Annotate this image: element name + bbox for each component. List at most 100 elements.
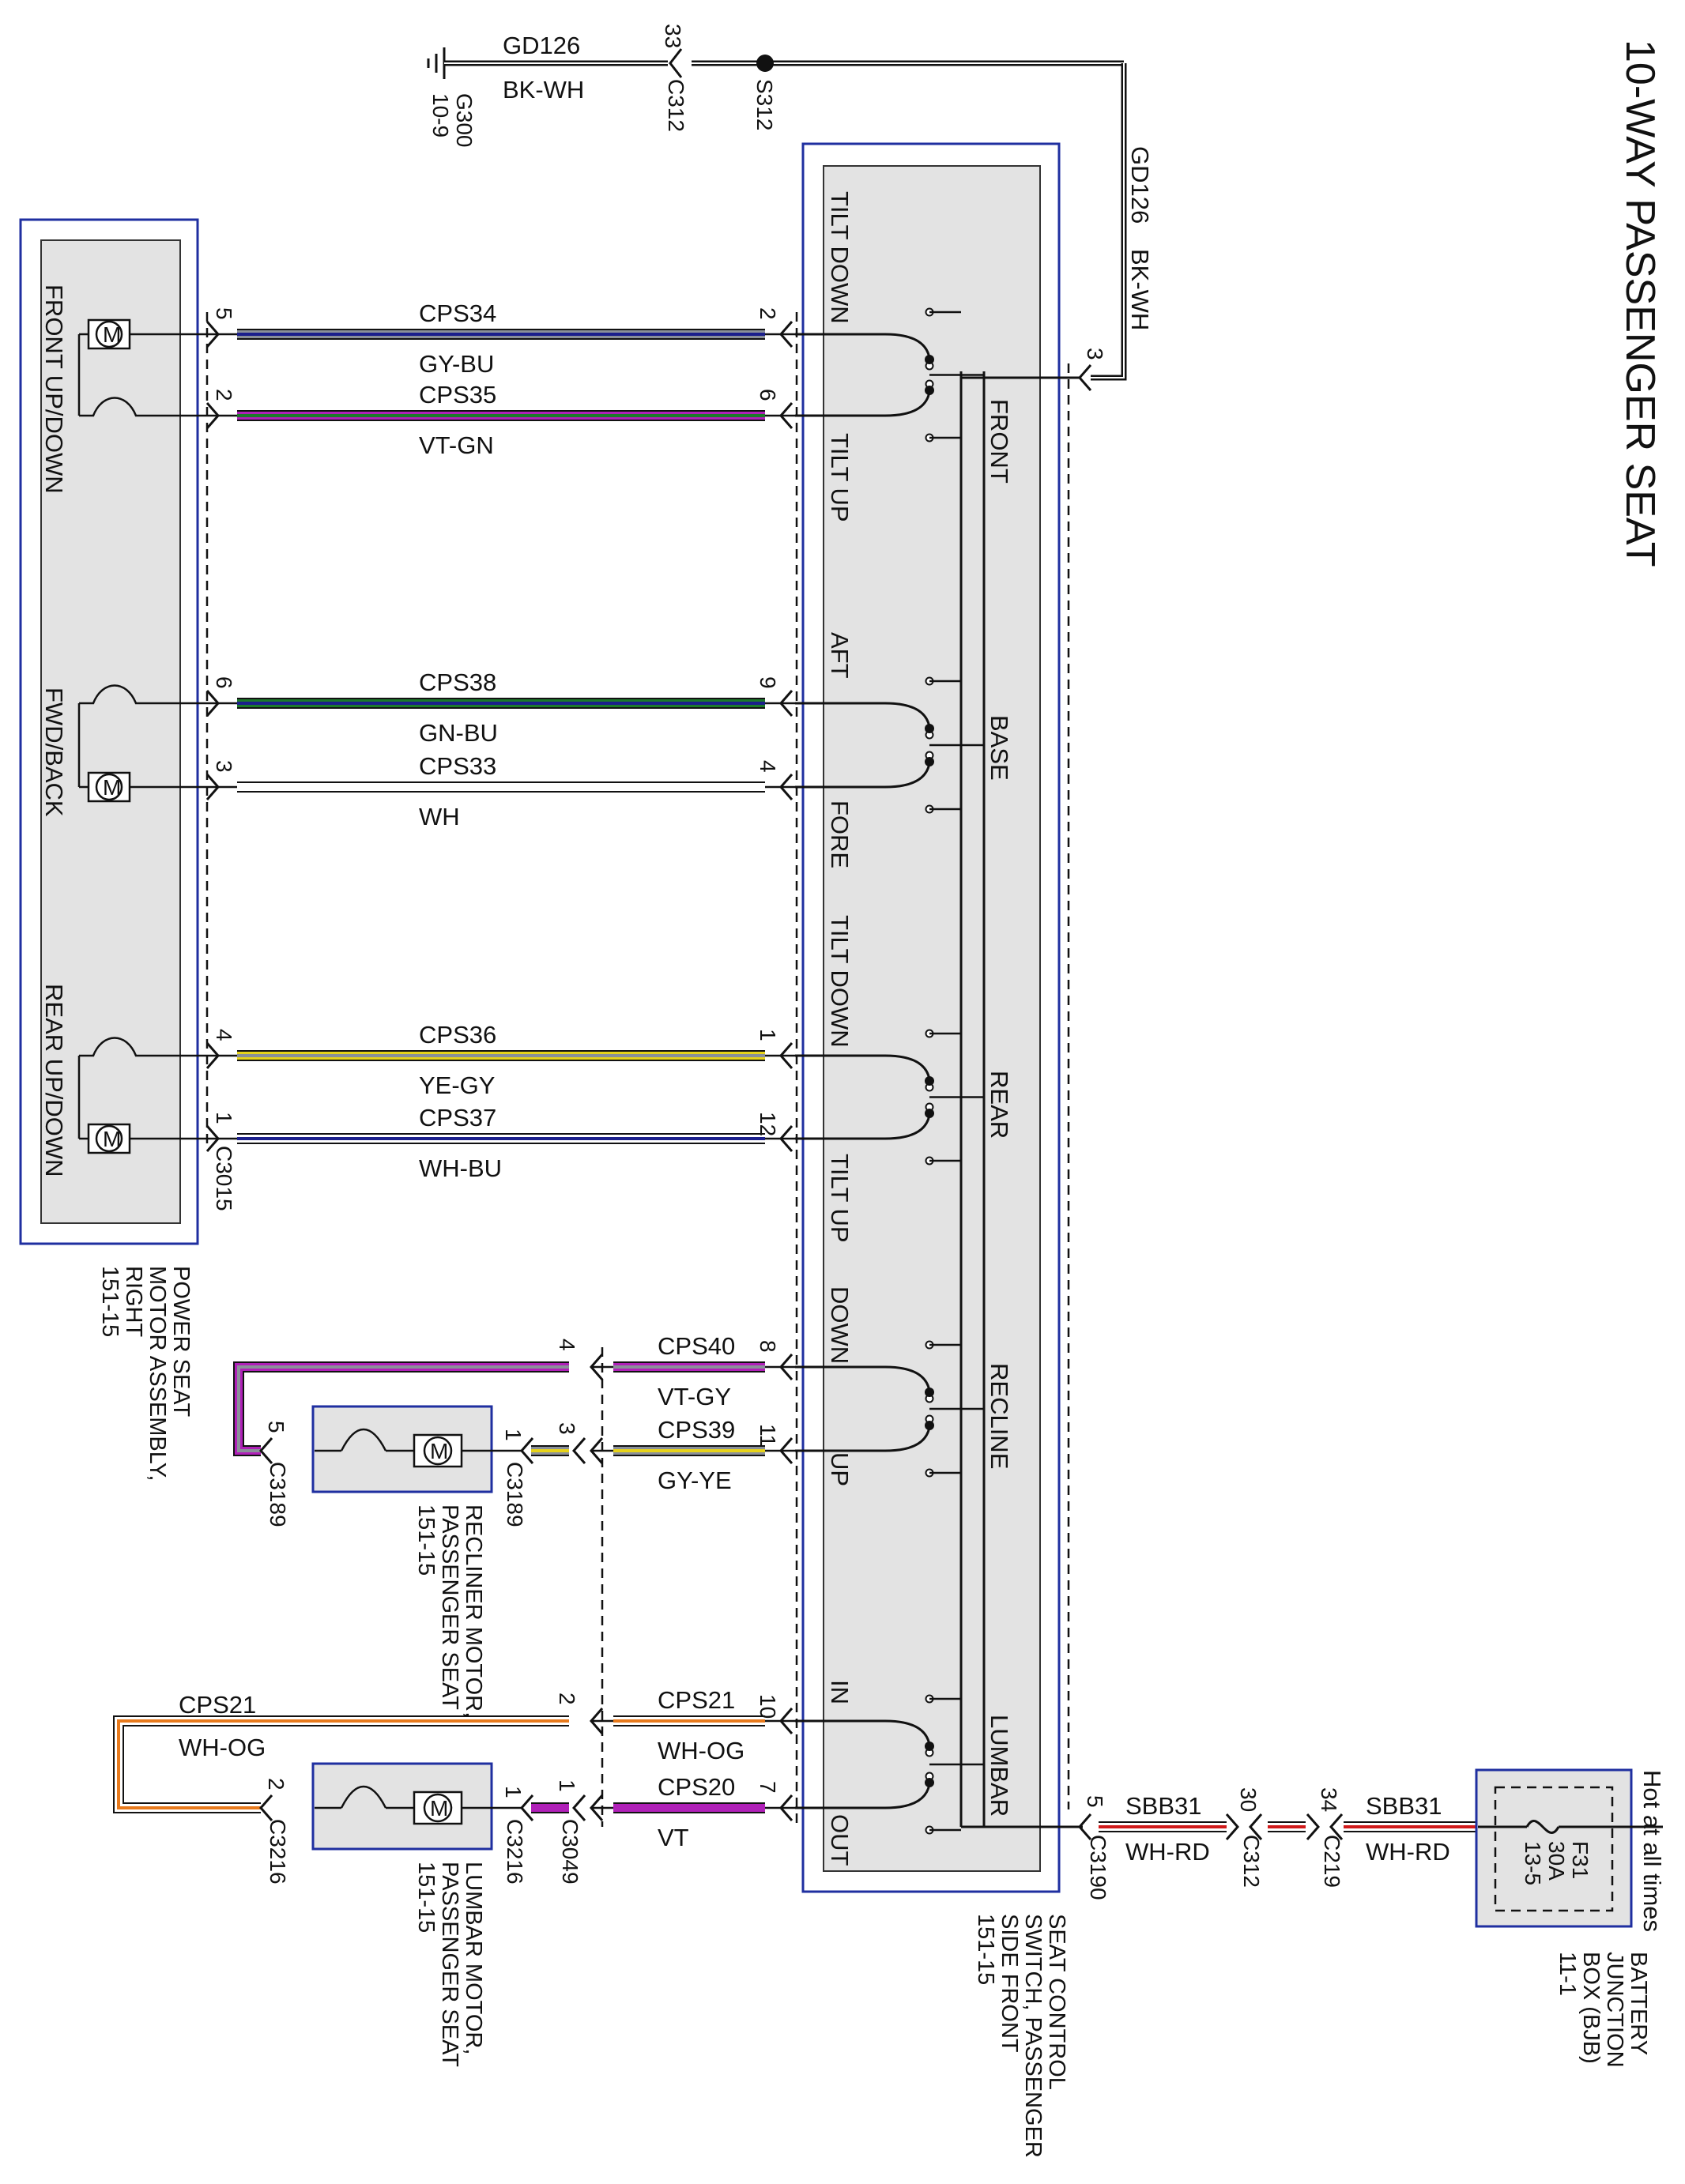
section-front-up-down: FRONT UP/DOWN — [40, 284, 68, 494]
motor-pin-1: 2 — [212, 389, 236, 401]
lumbar-in-label: IN — [826, 1680, 854, 1704]
ground-circuit: GD126 BK-WH G300 10-9 33 C312 S312 GD126… — [427, 24, 1154, 391]
rear-tilt-down-label: TILT DOWN — [826, 915, 854, 1048]
connector-chevron — [1225, 1813, 1239, 1840]
power-pin-c219: 34 — [1317, 1787, 1341, 1812]
power-circuit-2: SBB31 — [1366, 1792, 1442, 1820]
connector-chevron — [779, 1042, 793, 1069]
connector-chevron — [1306, 1813, 1320, 1840]
motor-icon — [95, 320, 123, 348]
connector-chevron — [205, 1042, 220, 1069]
connector-chevron — [779, 1794, 793, 1821]
limit-coil — [79, 397, 218, 417]
motor-symbol: M — [103, 775, 121, 800]
switch-arm — [795, 1054, 931, 1080]
switch-arm — [795, 1719, 931, 1745]
connector-chevron — [205, 321, 220, 348]
switch-pin-6: 8 — [756, 1340, 780, 1353]
wire-circuit-7: CPS39 — [658, 1416, 735, 1444]
motor-assembly-name-3: RIGHT — [121, 1266, 146, 1338]
ground-circuit-label: GD126 — [503, 32, 580, 59]
power-circuit-1: SBB31 — [1125, 1792, 1202, 1820]
recliner-name-1: RECLINER MOTOR, — [461, 1504, 486, 1718]
wire-recliner-return-stripe — [237, 1365, 569, 1452]
lumbar-inline-connector: C3049 — [558, 1819, 582, 1885]
fuse-rating: 30A — [1544, 1841, 1569, 1881]
wire-circuit-9: CPS20 — [658, 1773, 735, 1801]
switch-pin-8: 10 — [756, 1694, 780, 1719]
switch-group-rear: REAR — [986, 1071, 1013, 1139]
motor-pin-2: 6 — [212, 676, 236, 689]
connector-chevron — [590, 1794, 604, 1821]
switch-pivot — [925, 1421, 934, 1430]
wire-color-8: WH-OG — [658, 1737, 744, 1764]
switch-name-3: SIDE FRONT — [997, 1914, 1022, 2053]
switch-pivot — [925, 1778, 934, 1787]
motor-symbol: M — [103, 1127, 121, 1151]
ground-connector: C312 — [664, 79, 688, 132]
wire-color-2: GN-BU — [419, 719, 498, 747]
connector-c3015: C3015 — [212, 1146, 236, 1211]
wire-circuit-3: CPS33 — [419, 752, 496, 780]
inline-pin-9: 1 — [555, 1779, 579, 1792]
power-connector-c219: C219 — [1320, 1835, 1344, 1888]
lumbar-connector-left: C3216 — [266, 1819, 290, 1885]
base-aft-label: AFT — [826, 632, 854, 679]
connector-chevron — [1329, 1813, 1344, 1840]
motor-assembly-name-2: MOTOR ASSEMBLY, — [145, 1266, 170, 1481]
switch-pin-5: 12 — [756, 1112, 780, 1136]
recline-up-label: UP — [826, 1452, 854, 1486]
power-pin-c312: 30 — [1236, 1787, 1261, 1812]
ground-location: G300 — [452, 93, 477, 148]
power-color-2: WH-RD — [1366, 1838, 1450, 1866]
switch-pin-2: 9 — [756, 676, 780, 689]
power-color-1: WH-RD — [1125, 1838, 1210, 1866]
rear-tilt-up-label: TILT UP — [826, 1154, 854, 1243]
switch-pivot — [925, 1742, 934, 1751]
switch-pin-3: 4 — [756, 760, 780, 773]
switch-arm — [795, 1783, 931, 1809]
switch-group-front: FRONT — [986, 399, 1013, 484]
diagram-title: 10-WAY PASSENGER SEAT — [1617, 40, 1663, 567]
switch-pivot — [925, 724, 934, 733]
switch-pin-9: 7 — [756, 1781, 780, 1794]
lumbar-name-1: LUMBAR MOTOR, — [461, 1862, 486, 2054]
recline-down-label: DOWN — [826, 1286, 854, 1364]
motor-icon — [95, 773, 123, 801]
ground-drop-pin: 3 — [1083, 348, 1107, 360]
switch-name-4: 151-15 — [973, 1914, 998, 1985]
switch-arm — [795, 702, 931, 728]
motor-pin-0: 5 — [212, 307, 236, 320]
lumbar-name-3: 151-15 — [413, 1862, 439, 1933]
switch-pin-7: 11 — [756, 1424, 780, 1447]
lumbar-name-2: PASSENGER SEAT — [437, 1862, 462, 2067]
recliner-connector-right: C3189 — [503, 1462, 527, 1527]
lumbar-pin-left: 2 — [264, 1778, 288, 1791]
switch-pivot — [925, 1109, 934, 1118]
front-tilt-down-label: TILT DOWN — [826, 191, 854, 324]
ground-drop-color: BK-WH — [1126, 249, 1154, 330]
wire-circuit-5: CPS37 — [419, 1104, 496, 1132]
motor-assembly: FRONT UP/DOWN FWD/BACK REAR UP/DOWN MMM … — [19, 218, 236, 1481]
switch-group-lumbar: LUMBAR — [986, 1715, 1013, 1817]
bjb-name-2: JUNCTION — [1602, 1952, 1627, 2068]
wire-color-6: VT-GY — [658, 1383, 731, 1410]
wire-color-4: YE-GY — [419, 1071, 495, 1099]
lumbar-return-circuit: CPS21 — [179, 1691, 256, 1719]
connector-chevron — [590, 1437, 604, 1464]
connector-chevron — [779, 1708, 793, 1734]
connector-chevron — [572, 1437, 586, 1464]
connector-chevron — [520, 1437, 534, 1464]
connector-chevron — [779, 774, 793, 800]
inline-pin-7: 3 — [555, 1422, 579, 1435]
lumbar-connector-right: C3216 — [503, 1819, 527, 1885]
lumbar-pin-right: 1 — [501, 1786, 526, 1798]
switch-arm — [795, 1365, 931, 1391]
connector-chevron — [205, 690, 220, 717]
connector-chevron — [590, 1708, 604, 1734]
recliner-pin-right: 1 — [501, 1429, 526, 1441]
recliner-connector-left: C3189 — [266, 1462, 290, 1527]
wire-circuit-2: CPS38 — [419, 668, 496, 696]
ground-connector-pin: 33 — [661, 24, 685, 48]
ground-splice: S312 — [752, 79, 777, 130]
